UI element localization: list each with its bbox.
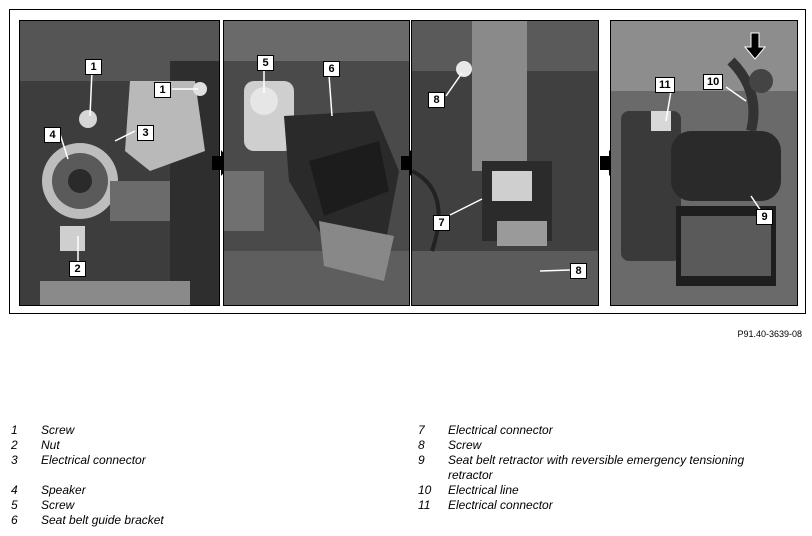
- legend-spacer: [11, 468, 164, 483]
- panel-2-image: [224, 21, 409, 305]
- callout-1-screw: 1: [85, 59, 102, 75]
- legend-item: 8 Screw: [418, 438, 744, 453]
- legend-item: 1 Screw: [11, 423, 164, 438]
- panel-4-image: [611, 21, 797, 305]
- callout-10-electrical-line: 10: [703, 74, 724, 90]
- callout-4-speaker: 4: [44, 127, 61, 143]
- figure-code: P91.40-3639-08: [737, 329, 802, 339]
- legend-label: Electrical connector: [448, 498, 553, 512]
- legend-label: Electrical line: [448, 483, 519, 497]
- legend-label: Seat belt guide bracket: [41, 513, 164, 527]
- legend-number: 11: [418, 498, 431, 512]
- legend-number: 2: [11, 438, 18, 452]
- illustration-figure: 1 1 4 3 2 5 6: [9, 9, 806, 314]
- legend-number: 1: [11, 423, 18, 437]
- callout-6-guide-bracket: 6: [323, 61, 340, 77]
- callout-2-nut: 2: [69, 261, 86, 277]
- callout-9-retractor: 9: [756, 209, 773, 225]
- legend-number: 3: [11, 453, 18, 467]
- legend-item: 2 Nut: [11, 438, 164, 453]
- panel-1-image: [20, 21, 219, 305]
- legend-item: 5 Screw: [11, 498, 164, 513]
- legend-number: 10: [418, 483, 432, 497]
- callout-3-connector: 3: [137, 125, 154, 141]
- callout-5-screw: 5: [257, 55, 274, 71]
- callout-1-screw-b: 1: [154, 82, 171, 98]
- legend-item: 10 Electrical line: [418, 483, 744, 498]
- legend-item: 7 Electrical connector: [418, 423, 744, 438]
- legend-item: 11 Electrical connector: [418, 498, 744, 513]
- legend-number: 7: [418, 423, 425, 437]
- legend-label: Electrical connector: [448, 423, 553, 437]
- legend-number: 6: [11, 513, 18, 527]
- legend-number: 9: [418, 453, 425, 467]
- legend-label: Screw: [41, 498, 75, 512]
- legend-item: 4 Speaker: [11, 483, 164, 498]
- legend-label: Screw: [448, 438, 482, 452]
- legend-label: Nut: [41, 438, 60, 452]
- legend-number: [418, 468, 448, 483]
- photo-panel-1: 1 1 4 3 2: [19, 20, 220, 306]
- legend-label: Seat belt retractor with reversible emer…: [448, 453, 745, 467]
- legend-label: Speaker: [41, 483, 86, 497]
- legend-number: 5: [11, 498, 18, 512]
- panel-3-image: [412, 21, 598, 305]
- legend-number: 8: [418, 438, 425, 452]
- callout-11-connector: 11: [655, 77, 675, 93]
- legend-number: 4: [11, 483, 18, 497]
- legend-item: 3 Electrical connector: [11, 453, 164, 468]
- legend-item: 9 Seat belt retractor with reversible eme…: [418, 453, 744, 468]
- legend-label: Electrical connector: [41, 453, 146, 467]
- photo-panel-4: 11 10 9: [610, 20, 798, 306]
- callout-7-connector: 7: [433, 215, 450, 231]
- callout-8-screw: 8: [428, 92, 445, 108]
- legend-item: 6 Seat belt guide bracket: [11, 513, 164, 528]
- photo-panel-2: 5 6: [223, 20, 410, 306]
- legend-label: Screw: [41, 423, 75, 437]
- callout-8-screw-b: 8: [570, 263, 587, 279]
- photo-panel-3: 8 7 8: [411, 20, 599, 306]
- legend-item-continuation: retractor: [418, 468, 744, 483]
- legend-label: retractor: [448, 468, 493, 482]
- step-arrow-1: [212, 150, 232, 176]
